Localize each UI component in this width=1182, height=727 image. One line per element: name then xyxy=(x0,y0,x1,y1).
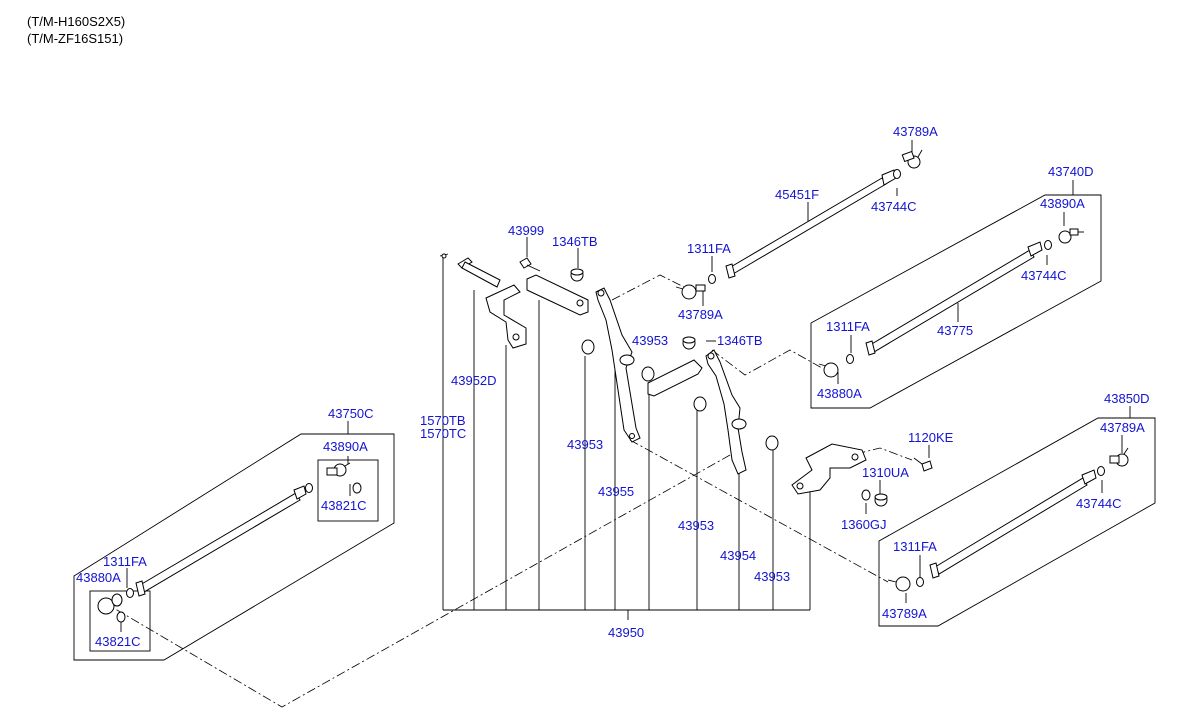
label-43890A-left[interactable]: 43890A xyxy=(323,439,368,454)
washer-1311FA-br xyxy=(916,577,924,587)
washer-1311FA-left xyxy=(126,588,134,598)
rod-43850D xyxy=(929,469,1097,579)
shift-lever-43955 xyxy=(595,287,641,443)
bracket-center xyxy=(526,274,589,316)
label-43880A-right[interactable]: 43880A xyxy=(817,386,862,401)
label-43744C-top[interactable]: 43744C xyxy=(871,199,917,214)
washer-43821C-top xyxy=(352,482,362,494)
label-1311FA-right[interactable]: 1311FA xyxy=(826,319,870,334)
group-box-43740D xyxy=(810,194,1102,409)
label-1120KE[interactable]: 1120KE xyxy=(908,430,954,445)
washer-1311FA-right xyxy=(846,354,854,364)
washer-43744C-mid xyxy=(1044,240,1052,250)
label-43744C-br[interactable]: 43744C xyxy=(1076,496,1122,511)
label-1310UA[interactable]: 1310UA xyxy=(862,465,909,480)
ball-joint-43789A-br-top xyxy=(1109,447,1129,467)
label-43740D[interactable]: 43740D xyxy=(1048,164,1094,179)
label-43850D[interactable]: 43850D xyxy=(1104,391,1150,406)
nut-1346TB-a xyxy=(570,268,584,282)
label-43953-d[interactable]: 43953 xyxy=(754,569,790,584)
label-1346TB-a[interactable]: 1346TB xyxy=(552,234,598,249)
label-43999[interactable]: 43999 xyxy=(508,223,544,238)
label-1360GJ[interactable]: 1360GJ xyxy=(841,517,887,532)
bushing-43953-b xyxy=(641,366,655,382)
group-box-43750C xyxy=(73,433,395,661)
label-43954[interactable]: 43954 xyxy=(720,548,756,563)
label-43789A-top[interactable]: 43789A xyxy=(893,124,938,139)
nut-1346TB-b xyxy=(682,336,696,350)
rod-43775 xyxy=(865,241,1043,356)
label-43789A-br[interactable]: 43789A xyxy=(1100,420,1145,435)
label-43789A-mid[interactable]: 43789A xyxy=(678,307,723,322)
label-43890A-right[interactable]: 43890A xyxy=(1040,196,1085,211)
label-1311FA-br[interactable]: 1311FA xyxy=(893,539,937,554)
bolt-43999 xyxy=(519,257,541,272)
washer-left-end xyxy=(305,483,313,493)
ball-joint-43789A-mid xyxy=(675,284,706,300)
bracket-left xyxy=(485,284,527,349)
assembly-frame-43950 xyxy=(442,257,811,620)
ball-joint-43880A-right xyxy=(818,362,839,378)
group-box-43850D xyxy=(878,417,1156,627)
nut-1310UA xyxy=(874,493,888,507)
ball-joint-43880A-left xyxy=(97,593,123,615)
label-1346TB-b[interactable]: 1346TB xyxy=(717,333,763,348)
rod-43750C xyxy=(135,485,307,597)
header-model-1: (T/M-H160S2X5) xyxy=(27,14,126,29)
bolt-1120KE xyxy=(913,457,933,472)
bushing-43953-d xyxy=(765,435,779,451)
label-43953-a[interactable]: 43953 xyxy=(632,333,668,348)
label-43821C-bottom[interactable]: 43821C xyxy=(95,634,141,649)
label-45451F[interactable]: 45451F xyxy=(775,187,819,202)
pivot-pin-43952D xyxy=(457,257,501,288)
label-43750C[interactable]: 43750C xyxy=(328,406,374,421)
bushing-43953-c xyxy=(693,396,707,412)
ball-joint-43890A-left xyxy=(326,462,351,477)
label-43789A-bottom[interactable]: 43789A xyxy=(882,606,927,621)
label-43775[interactable]: 43775 xyxy=(937,323,973,338)
washer-1311FA-top xyxy=(708,274,716,284)
label-43952D[interactable]: 43952D xyxy=(451,373,497,388)
label-43880A-left[interactable]: 43880A xyxy=(76,570,121,585)
ball-joint-43789A-bottom xyxy=(887,576,911,592)
label-1570TB[interactable]: 1570TB xyxy=(420,413,466,428)
label-1311FA-top[interactable]: 1311FA xyxy=(687,241,731,256)
pin-1570TB xyxy=(439,253,449,259)
ball-joint-43789A-top xyxy=(901,149,923,169)
header-model-2: (T/M-ZF16S151) xyxy=(27,31,124,46)
washer-43744C-top xyxy=(893,169,901,179)
subgroup-box-43880A xyxy=(89,590,151,652)
select-lever-43954 xyxy=(705,349,747,475)
label-43744C-mid[interactable]: 43744C xyxy=(1021,268,1067,283)
rod-45451F xyxy=(725,169,897,279)
label-43953-b[interactable]: 43953 xyxy=(567,437,603,452)
washer-43744C-br xyxy=(1097,466,1105,476)
label-43955[interactable]: 43955 xyxy=(598,484,634,499)
label-43953-c[interactable]: 43953 xyxy=(678,518,714,533)
bushing-43953-a xyxy=(581,339,595,355)
bracket-right xyxy=(791,443,867,495)
plate-bracket xyxy=(647,359,703,397)
label-43821C-top[interactable]: 43821C xyxy=(321,498,367,513)
ball-joint-43890A-right xyxy=(1058,228,1084,244)
label-1311FA-left[interactable]: 1311FA xyxy=(103,554,147,569)
washer-43821C-bottom xyxy=(116,611,126,623)
washer-1360GJ xyxy=(861,489,871,501)
label-1570TC[interactable]: 1570TC xyxy=(420,426,466,441)
label-43950[interactable]: 43950 xyxy=(608,625,644,640)
